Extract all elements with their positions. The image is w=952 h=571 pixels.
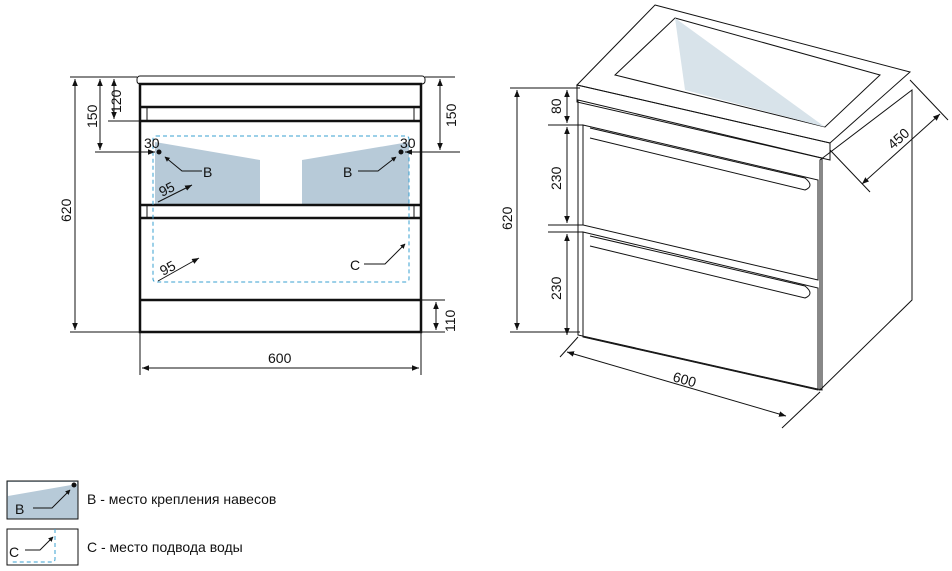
dim-120: 120 bbox=[108, 89, 124, 113]
dim-95-lower: 95 bbox=[157, 257, 178, 279]
basin-top bbox=[576, 4, 912, 144]
dim-110: 110 bbox=[442, 309, 458, 332]
legend-item-b: B bbox=[6, 480, 79, 520]
legend-c-text: C - место подвода воды bbox=[87, 539, 243, 555]
dim-150-left: 150 bbox=[84, 104, 100, 128]
legend-b-symbol: B bbox=[15, 501, 24, 517]
dim-620-iso: 620 bbox=[499, 206, 515, 230]
dim-30-right: 30 bbox=[400, 135, 416, 151]
drawer-bottom bbox=[582, 231, 819, 391]
dim-95-upper: 95 bbox=[156, 178, 177, 199]
mount-zone-left bbox=[155, 142, 260, 205]
drawer-top bbox=[582, 124, 819, 281]
side-panel bbox=[819, 88, 913, 392]
mark-b-left: B bbox=[203, 164, 212, 180]
legend-b-text: B - место крепления навесов bbox=[87, 491, 277, 507]
iso-view: 620 80 230 230 450 600 bbox=[499, 4, 949, 429]
dim-30-left: 30 bbox=[144, 135, 160, 151]
dim-600-iso: 600 bbox=[671, 369, 698, 391]
cabinet-body bbox=[138, 82, 423, 334]
dim-620-front: 620 bbox=[58, 198, 74, 222]
front-view: 30 30 B B C 95 95 620 150 120 150 110 bbox=[58, 75, 460, 375]
dim-450: 450 bbox=[884, 125, 912, 153]
dim-230-top: 230 bbox=[548, 166, 564, 190]
legend-item-c: C bbox=[6, 528, 79, 566]
mount-zone-right bbox=[302, 142, 409, 205]
dim-600-front: 600 bbox=[268, 350, 292, 366]
dim-80: 80 bbox=[548, 98, 564, 114]
dim-230-bottom: 230 bbox=[548, 276, 564, 300]
water-zone bbox=[152, 135, 410, 283]
mark-c: C bbox=[350, 257, 360, 273]
mark-b-right: B bbox=[343, 164, 352, 180]
dim-150-right: 150 bbox=[443, 103, 459, 127]
legend-c-symbol: C bbox=[9, 544, 19, 560]
